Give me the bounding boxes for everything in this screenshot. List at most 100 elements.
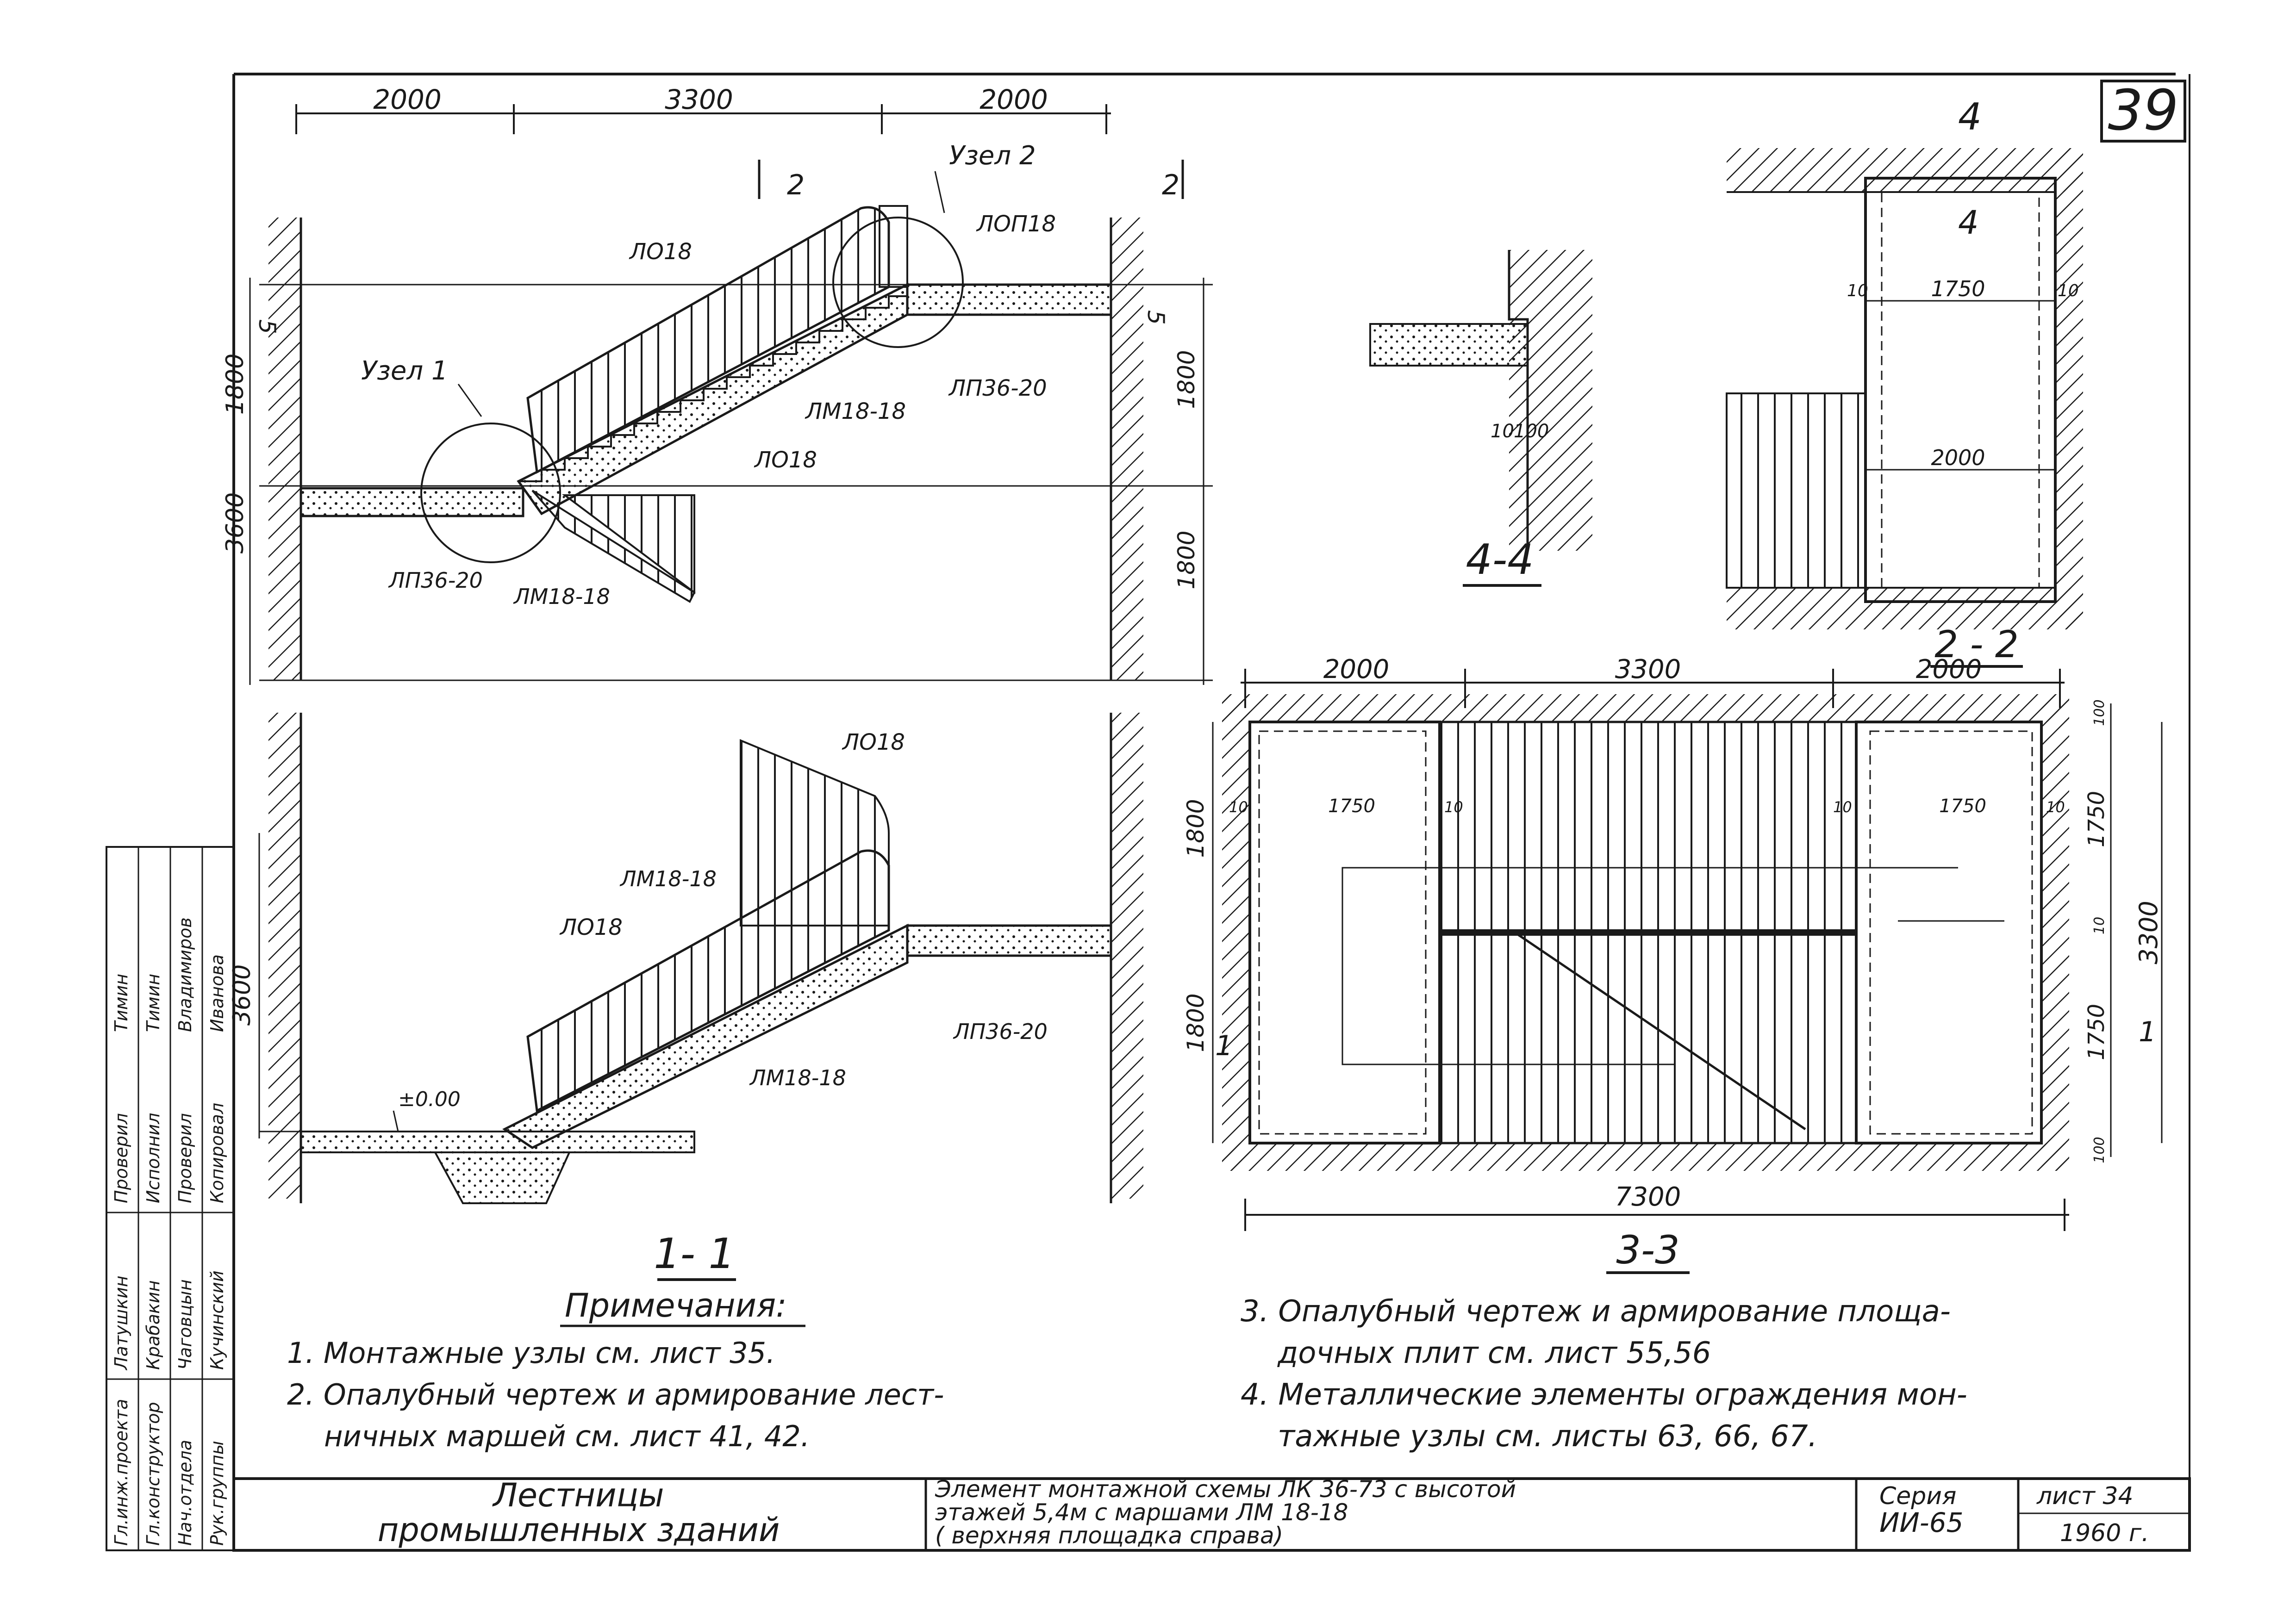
sheet-number-box [2100, 80, 2186, 143]
plan-small-10-a: 10 [1229, 798, 1248, 816]
plan-dim-3300: 3300 [1615, 654, 1681, 684]
stamp-name-5: Тимин [111, 974, 131, 1032]
dim-10-left: 10 [1847, 281, 1868, 300]
note-2-line-1: 2. Опалубный чертеж и армирование лест- [287, 1378, 944, 1412]
plan-dim-2000-right: 2000 [1916, 654, 1982, 684]
plan-overall-3300: 3300 [2134, 901, 2163, 964]
stamp-role-4: Рук.группы [207, 1441, 227, 1546]
section-2-2-mark-top: 4 [1958, 95, 1982, 138]
label-lo18-lower-a: ЛО18 [842, 729, 905, 755]
stamp-name-1: Латушкин [111, 1275, 131, 1371]
label-lo18-a: ЛО18 [629, 239, 692, 265]
plan-dim-1750-left: 1750 [1328, 796, 1375, 817]
section-mark-2-right: 2 [1162, 169, 1179, 201]
mark-5-left: 5 [254, 319, 281, 334]
note-4-line-2: тажные узлы см. листы 63, 66, 67. [1278, 1419, 1817, 1454]
label-lm18-18-lower-a: ЛМ18-18 [619, 866, 717, 891]
plan-overall-7300: 7300 [1615, 1182, 1681, 1212]
section-4-4: 10 100 4-4 [1369, 250, 1592, 587]
label-lp36-20-lower: ЛП36-20 [953, 1019, 1048, 1044]
dim-1800-right-a: 1800 [1173, 350, 1200, 409]
section-4-4-title: 4-4 [1466, 535, 1534, 584]
label-lo18-b: ЛО18 [754, 447, 817, 473]
dim-1750: 1750 [1931, 276, 1985, 301]
label-lo18-lower-b: ЛО18 [559, 914, 623, 940]
note-3-line-2: дочных плит см. лист 55,56 [1277, 1336, 1711, 1370]
notes-heading: Примечания: [565, 1287, 787, 1325]
plan-right-10: 10 [2091, 917, 2108, 934]
note-4-line-1: 4. Металлические элементы ограждения мон… [1241, 1378, 1967, 1412]
node-2-circle [832, 217, 964, 348]
plan-small-10-b: 10 [1444, 798, 1463, 816]
dim-1800-left: 1800 [221, 354, 249, 415]
section-1-1-upper: 2000 3300 2000 2 2 1800 3600 1800 1800 5… [221, 84, 1213, 685]
label-lm18-18-b: ЛМ18-18 [513, 584, 610, 609]
label-lm18-18-a: ЛМ18-18 [805, 398, 906, 424]
plan-cut-mark-right: 1 [2139, 1016, 2156, 1048]
stamp-role-5: Проверил [111, 1113, 131, 1203]
stamp-role-3: Нач.отдела [175, 1440, 195, 1546]
stamp-role-7: Проверил [175, 1113, 195, 1203]
dim-3600-lower: 3600 [228, 964, 256, 1026]
note-3-line-1: 3. Опалубный чертеж и армирование площа- [1241, 1294, 1951, 1329]
stamp-name-8: Иванова [207, 954, 227, 1032]
plan-right-1750-bottom: 1750 [2084, 1004, 2109, 1060]
notes: Примечания: 1. Монтажные узлы см. лист 3… [287, 1287, 1967, 1454]
dim-3300: 3300 [665, 84, 733, 115]
title-line-2: промышленных зданий [378, 1511, 780, 1549]
stamp-name-6: Тимин [143, 974, 163, 1032]
desc-line-3: ( верхняя площадка справа) [935, 1522, 1283, 1549]
label-lm18-18-lower-b: ЛМ18-18 [749, 1065, 846, 1090]
node-2-label: Узел 2 [949, 141, 1036, 171]
year: 1960 г. [2060, 1519, 2149, 1547]
stamp-name-2: Крабакин [143, 1280, 163, 1370]
sheet-label: лист 34 [2036, 1482, 2134, 1510]
plan-dim-1800-a: 1800 [1182, 799, 1209, 858]
stamp-name-4: Кучинский [207, 1270, 227, 1370]
label-lop18: ЛОП18 [976, 211, 1056, 237]
desc-line-2: этажей 5,4м с маршами ЛМ 18-18 [935, 1499, 1348, 1526]
node-1-circle [420, 423, 561, 563]
stamp-name-7: Владимиров [175, 917, 195, 1032]
side-stamp: Гл.инж.проекта Гл.конструктор Нач.отдела… [106, 846, 235, 1551]
sheet-number: 39 [2108, 79, 2179, 143]
zero-level: ±0.00 [398, 1088, 461, 1111]
desc-line-1: Элемент монтажной схемы ЛК 36-73 с высот… [935, 1476, 1516, 1503]
note-2-line-2: ничных маршей см. лист 41, 42. [324, 1419, 810, 1453]
section-2-2-title: 2 - 2 [1934, 623, 2019, 666]
mark-5-right: 5 [1142, 310, 1169, 325]
node-1-label: Узел 1 [361, 356, 448, 386]
dim-2000-right: 2000 [980, 84, 1048, 115]
section-mark-2-left: 2 [787, 169, 805, 201]
dim-10-right: 10 [2058, 281, 2079, 300]
plan-3-3-title: 3-3 [1616, 1227, 1679, 1273]
dim-3600-left: 3600 [221, 492, 249, 553]
stamp-role-2: Гл.конструктор [143, 1402, 163, 1546]
plan-cut-mark-left: 1 [1215, 1030, 1233, 1062]
label-lp36-20-b: ЛП36-20 [388, 568, 483, 593]
stamp-role-8: Копировал [207, 1103, 227, 1203]
dim-1800-right-b: 1800 [1173, 530, 1200, 589]
series-value: ИИ-65 [1879, 1507, 1964, 1538]
stamp-role-6: Исполнил [143, 1113, 163, 1203]
plan-dim-1800-b: 1800 [1182, 993, 1209, 1052]
dim-100: 100 [1514, 421, 1549, 442]
stamp-role-1: Гл.инж.проекта [111, 1399, 131, 1546]
dim-2000-left: 2000 [373, 84, 442, 115]
series-label: Серия [1879, 1482, 1956, 1510]
section-2-2: 4 4 1750 2000 10 10 2 - 2 [1726, 95, 2083, 668]
stamp-name-3: Чаговцын [175, 1279, 195, 1370]
plan-right-1750-top: 1750 [2084, 791, 2109, 847]
plan-small-10-c: 10 [1833, 798, 1852, 816]
plan-right-100-top: 100 [2091, 699, 2108, 726]
plan-3-3: 2000 3300 2000 1750 1750 10 10 10 10 180… [1182, 654, 2163, 1274]
plan-right-100-bottom: 100 [2091, 1137, 2108, 1163]
dim-2000: 2000 [1931, 445, 1985, 470]
section-1-1-lower: 3600 ±0.00 ЛО18 ЛМ18-18 ЛО18 ЛП36-20 ЛМ1… [228, 713, 1143, 1281]
section-1-1-title: 1- 1 [654, 1230, 735, 1278]
title-block: Лестницы промышленных зданий Элемент мон… [232, 1476, 2191, 1552]
section-2-2-mark-inner: 4 [1958, 204, 1979, 242]
title-line-1: Лестницы [492, 1476, 664, 1514]
note-1: 1. Монтажные узлы см. лист 35. [287, 1336, 775, 1370]
